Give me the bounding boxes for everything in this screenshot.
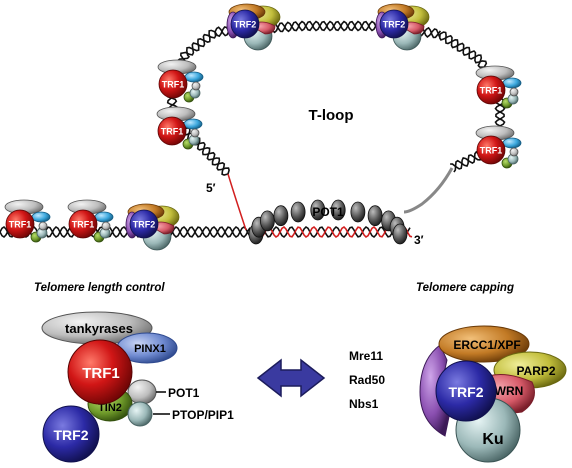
trf1-small-label: TRF1 xyxy=(9,220,32,230)
trf2-small-label: TRF2 xyxy=(133,220,156,230)
loop-left-strand-b xyxy=(165,31,229,176)
length-control-title: Telomere length control xyxy=(34,282,165,294)
ptop-label: PTOP/PIP1 xyxy=(172,408,234,422)
trf1-small-complex: TRF1 xyxy=(67,199,114,243)
trf1-small-shape xyxy=(158,69,188,99)
pinx1-small-shape xyxy=(502,77,522,89)
trf1-small-label: TRF1 xyxy=(162,80,185,90)
trf1-length-control-complex: tankyrases PINX1 TIN2 TRF1 TRF2 POT1 PTO… xyxy=(41,311,234,463)
parp2-label: PARP2 xyxy=(516,364,555,378)
pot1-small-bead xyxy=(191,81,201,91)
tin2-label: TIN2 xyxy=(98,402,122,414)
trf2-big-shape xyxy=(42,405,100,463)
trf1-small-label: TRF1 xyxy=(72,220,95,230)
pot1-bead xyxy=(310,199,326,221)
trf2-capping-label: TRF2 xyxy=(449,384,484,400)
pot1-small-shape xyxy=(127,379,157,405)
pot1-beads xyxy=(248,199,408,245)
trf1-small-shape xyxy=(476,75,506,105)
pot1-bead xyxy=(290,201,306,223)
trf1-small-shape xyxy=(5,209,35,239)
pot1-bead xyxy=(392,223,408,245)
ercc1-label: ERCC1/XPF xyxy=(453,338,520,352)
trf1-small-complex: TRF1 xyxy=(475,65,522,109)
pinx1-small-shape xyxy=(94,211,114,223)
trf2-capping-complex: ERCC1/XPF PARP2 WRN Ku TRF2 xyxy=(419,325,567,463)
trf1-small-label: TRF1 xyxy=(480,86,503,96)
trf1-small-complex: TRF1 xyxy=(4,199,51,243)
trf2-small-complex: TRF2 xyxy=(125,203,180,251)
trf1-small-label: TRF1 xyxy=(161,127,184,137)
pot1-bead xyxy=(259,210,275,232)
tloop-label: T-loop xyxy=(309,107,354,124)
pinx1-small-shape xyxy=(502,137,522,149)
double-arrow xyxy=(256,358,326,398)
trf1-big-label: TRF1 xyxy=(82,365,120,382)
trf1-small-shape xyxy=(68,209,98,239)
pinx1-label: PINX1 xyxy=(134,343,166,355)
ercc1-shape xyxy=(438,325,530,363)
trf2-capping-shape xyxy=(435,360,497,422)
trf2-small-shape xyxy=(129,209,159,239)
five-prime-label: 5′ xyxy=(206,181,216,195)
trf1-small-complex: TRF1 xyxy=(156,106,203,150)
trf2-small-complex: TRF2 xyxy=(226,3,281,51)
pot1-small-bead xyxy=(509,87,519,97)
pot1-label: POT1 xyxy=(312,205,344,219)
dna-strand-black-under-pot1 xyxy=(249,225,411,239)
tankyrases-label: tankyrases xyxy=(65,321,133,336)
trf2-small-shape xyxy=(230,9,260,39)
pot1-side-label: POT1 xyxy=(168,386,200,400)
trf1-small-shape xyxy=(476,135,506,165)
mre11-label: Mre11 xyxy=(349,349,383,363)
trf2-big-label: TRF2 xyxy=(54,427,89,443)
invading-strand xyxy=(403,167,454,214)
wrn-label: WRN xyxy=(495,384,524,398)
trf2-small-complex: TRF2 xyxy=(375,3,430,51)
purple-shape xyxy=(419,344,451,437)
trf1-small-complex: TRF1 xyxy=(475,125,522,169)
dna-5prime-red-tail xyxy=(227,173,247,231)
pot1-bead xyxy=(350,201,366,223)
pinx1-small-shape xyxy=(31,211,51,223)
pot1-bead xyxy=(367,205,383,227)
capping-title: Telomere capping xyxy=(416,282,514,294)
pinx1-small-shape xyxy=(184,71,204,83)
trf2-small-label: TRF2 xyxy=(383,20,406,30)
rad50-label: Rad50 xyxy=(349,373,385,387)
trf1-small-shape xyxy=(157,116,187,146)
nbs1-label: Nbs1 xyxy=(349,397,379,411)
pot1-bead xyxy=(273,205,289,227)
pot1-small-bead xyxy=(509,147,519,157)
pot1-bead xyxy=(330,199,346,221)
pot1-small-bead xyxy=(101,221,111,231)
ku-label: Ku xyxy=(482,431,503,448)
trf2-small-label: TRF2 xyxy=(234,20,257,30)
pot1-small-bead xyxy=(38,221,48,231)
ptop-shape xyxy=(127,401,153,427)
three-prime-label: 3′ xyxy=(414,233,424,247)
pinx1-small-shape xyxy=(183,118,203,130)
pot1-small-bead xyxy=(190,128,200,138)
trf1-small-label: TRF1 xyxy=(480,146,503,156)
dna-3prime-overhang-strand xyxy=(249,225,413,239)
trf1-small-complex: TRF1 xyxy=(157,59,204,103)
trf2-small-shape xyxy=(379,9,409,39)
trf1-big-shape xyxy=(67,339,133,405)
